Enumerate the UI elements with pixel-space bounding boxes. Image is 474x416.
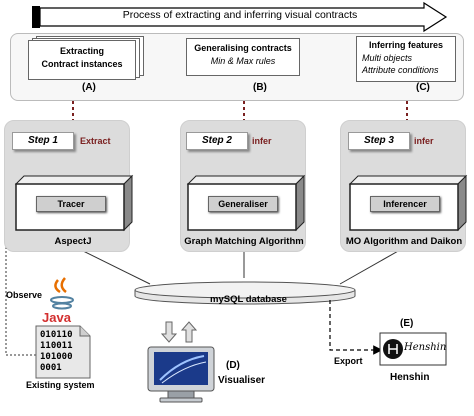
binary-line-4: 0001 xyxy=(40,363,62,373)
db-link-1 xyxy=(72,245,151,285)
generaliser-component: Generaliser xyxy=(208,196,278,212)
henshin-tag: (E) xyxy=(400,318,414,329)
step-3-verb: infer xyxy=(414,136,434,146)
binary-line-3: 101000 xyxy=(40,352,73,362)
binary-line-1: 010110 xyxy=(40,330,73,340)
document-b-subtitle: Min & Max rules xyxy=(210,56,276,66)
monitor-icon xyxy=(147,346,215,403)
document-c: Inferring features Multi objects Attribu… xyxy=(356,36,456,84)
document-c-subtitle-line1: Multi objects xyxy=(362,53,413,63)
process-arrow xyxy=(32,1,448,33)
step-3-label: Step 3 xyxy=(348,132,410,150)
java-label: Java xyxy=(42,310,71,325)
database-label: mySQL database xyxy=(210,294,287,305)
mo-daikon-caption: MO Algorithm and Daikon xyxy=(345,236,463,247)
binary-document-icon xyxy=(35,325,91,379)
step-2-verb: infer xyxy=(252,136,272,146)
tag-b: (B) xyxy=(253,82,267,93)
tracer-component: Tracer xyxy=(36,196,106,212)
binary-line-2: 110011 xyxy=(40,341,73,351)
document-c-subtitle-line2: Attribute conditions xyxy=(362,65,439,75)
document-a-title-line1: Extracting xyxy=(59,46,104,56)
database-cylinder xyxy=(134,281,356,305)
document-b-title: Generalising contracts xyxy=(194,43,292,53)
document-a-title-line2: Contract instances xyxy=(41,59,123,69)
inferencer-component: Inferencer xyxy=(370,196,440,212)
henshin-logo-icon xyxy=(379,332,447,366)
step-1-label: Step 1 xyxy=(12,132,74,150)
step-1-verb: Extract xyxy=(80,136,111,146)
henshin-logo-text: Henshin xyxy=(404,342,447,353)
export-path xyxy=(329,300,383,355)
export-label: Export xyxy=(334,356,363,366)
binary-code: 010110 110011 101000 0001 xyxy=(40,330,88,374)
henshin-caption: Henshin xyxy=(390,372,430,383)
step-2-label: Step 2 xyxy=(186,132,248,150)
observe-label: Observe xyxy=(6,290,43,300)
aspectj-caption: AspectJ xyxy=(54,236,92,247)
graph-matching-caption: Graph Matching Algorithm xyxy=(184,236,304,247)
process-title: Process of extracting and inferring visu… xyxy=(122,9,358,21)
tag-c: (C) xyxy=(416,82,430,93)
document-c-title: Inferring features xyxy=(368,40,444,50)
visualiser-label: Visualiser xyxy=(218,375,266,386)
existing-system-caption: Existing system xyxy=(26,380,95,390)
java-logo-icon xyxy=(50,277,74,310)
tag-a: (A) xyxy=(82,82,96,93)
document-b: Generalising contracts Min & Max rules xyxy=(186,38,300,78)
visualiser-tag: (D) xyxy=(226,360,240,371)
db-link-3 xyxy=(339,245,408,285)
visualiser-io-arrows xyxy=(160,321,198,343)
document-a: Extracting Contract instances xyxy=(28,36,144,84)
